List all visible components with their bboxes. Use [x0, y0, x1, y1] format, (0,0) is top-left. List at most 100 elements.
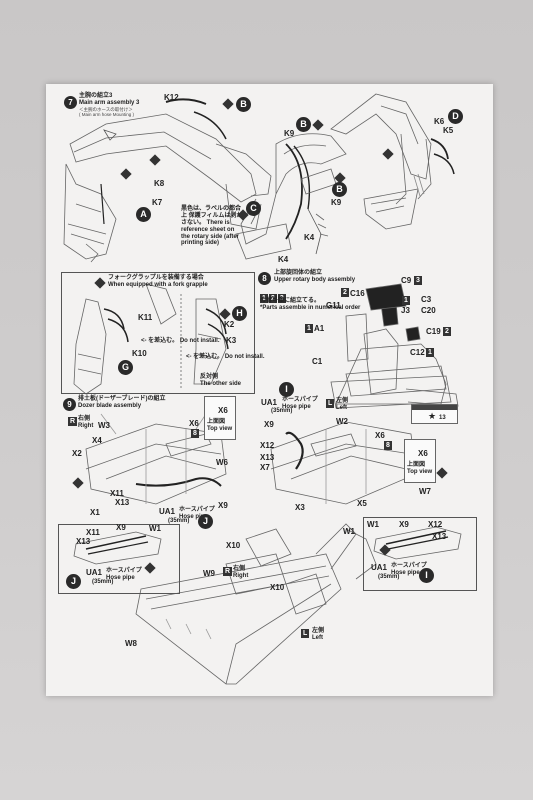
part-c1: C1 — [312, 357, 323, 366]
left-label-jp-2: 左側 — [312, 628, 325, 634]
part-x9-detail-right: X9 — [399, 520, 409, 529]
part-w9: W9 — [203, 569, 215, 578]
part-x6-right-qty: 8 — [384, 441, 392, 450]
left-badge-2: L — [301, 629, 310, 638]
part-c19-order: 2 — [443, 327, 451, 336]
part-c12-order: 1 — [426, 348, 434, 357]
callout-a: A — [136, 207, 151, 222]
part-x6-right: X6 — [375, 431, 385, 440]
part-x10-b: X10 — [270, 583, 285, 592]
part-k3: K3 — [226, 336, 237, 345]
part-k10: K10 — [132, 349, 147, 358]
right-badge-1: R — [68, 417, 78, 426]
right-label-1: 右側 Right — [78, 416, 93, 430]
part-x3: X3 — [295, 503, 305, 512]
step7-note: 黒色は、ラベルの都合上 保護フィルムは剥がさない。 There is refer… — [181, 206, 243, 247]
part-x13: X13 — [115, 498, 130, 507]
line-art — [63, 93, 462, 685]
hose-left-length: (35mm) — [168, 518, 190, 524]
step8-order-note: の番号順に組立てる。 *Parts assemble in numerical … — [260, 298, 360, 312]
part-c19: C19 — [426, 327, 441, 336]
step8-number: 8 — [258, 272, 271, 285]
hose-label-left: ホースパイプ Hose pipe — [179, 507, 215, 521]
order-num-1: 1 — [260, 294, 268, 303]
part-w1-blade: W1 — [343, 527, 355, 536]
part-w1-detail-right: W1 — [367, 520, 379, 529]
part-a1-order: 1 — [305, 324, 313, 333]
fork-note-left: <- を差込む。 Do not install. — [141, 338, 220, 344]
fork-other-side: 反対側 The other side — [200, 374, 241, 388]
callout-i-2: I — [419, 568, 434, 583]
callout-b-1: B — [236, 97, 251, 112]
top-view-box-left: X6 上面図 Top view — [204, 396, 236, 440]
hose-detail-left-jp: ホースパイプ — [106, 568, 142, 574]
step9-title-jp: 排土板(ドーザーブレード)の組立 — [78, 396, 166, 402]
left-label-1: 左側 Left — [336, 398, 348, 412]
step7-sub-jp: ＜主腕のホースの取付け＞ — [79, 106, 133, 112]
callout-b-2: B — [296, 117, 311, 132]
part-x13-right: X13 — [260, 453, 275, 462]
part-ua1-left: UA1 — [159, 507, 176, 516]
part-k6: K6 — [434, 117, 445, 126]
part-ua1-detail-right: UA1 — [371, 563, 388, 572]
step8-title-jp: 上部旋回体の組立 — [274, 270, 323, 276]
part-k2: K2 — [224, 320, 235, 329]
hose-label-right: ホースパイプ Hose pipe — [282, 397, 318, 411]
part-k8: K8 — [154, 179, 165, 188]
part-c20: C20 — [421, 306, 436, 315]
part-ua1-right: UA1 — [261, 398, 278, 407]
part-w2: W2 — [336, 417, 348, 426]
callout-h: H — [232, 306, 247, 321]
part-x9-detail: X9 — [116, 523, 126, 532]
top-view-right-en: Top view — [407, 468, 433, 475]
order-num-3: 3 — [277, 294, 286, 303]
callout-g: G — [118, 360, 133, 375]
step8-title-en: Upper rotary body assembly — [274, 276, 356, 283]
part-x11-detail: X11 — [86, 528, 100, 537]
fork-other-side-en: The other side — [200, 380, 242, 387]
hose-left-en: Hose pipe — [179, 513, 208, 520]
right-label-jp-1: 右側 — [78, 416, 91, 422]
hose-left-jp: ホースパイプ — [179, 507, 215, 513]
part-k4: K4 — [304, 233, 315, 242]
order-num-2: 2 — [268, 294, 277, 303]
part-ua1-detail-left: UA1 — [86, 568, 103, 577]
part-x4: X4 — [92, 436, 102, 445]
hose-detail-right-en: Hose pipe — [391, 569, 420, 576]
part-k5: K5 — [443, 126, 454, 135]
paint-swatch — [412, 405, 457, 410]
paint-ref-number: 13 — [439, 415, 446, 421]
hose-detail-left-en: Hose pipe — [106, 574, 135, 581]
part-x7: X7 — [260, 463, 270, 472]
hose-detail-left-length: (35mm) — [92, 579, 114, 585]
hose-right-en: Hose pipe — [282, 403, 311, 410]
hose-detail-right-label: ホースパイプ Hose pipe — [391, 563, 427, 577]
part-x11: X11 — [110, 489, 124, 498]
part-w7: W7 — [419, 487, 431, 496]
fork-title-en: When equipped with a fork grapple — [108, 281, 208, 288]
part-c9-order: 3 — [414, 276, 422, 285]
part-k4-b: K4 — [278, 255, 289, 264]
part-x9: X9 — [218, 501, 228, 510]
fork-other-side-jp: 反対側 — [200, 374, 219, 380]
part-x2: X2 — [72, 449, 82, 458]
part-x5: X5 — [357, 499, 367, 508]
hose-detail-panel-left — [58, 524, 180, 594]
part-k9-b: K9 — [331, 198, 342, 207]
part-c9: C9 — [401, 276, 412, 285]
callout-c: C — [246, 201, 261, 216]
part-a1: A1 — [314, 324, 325, 333]
right-label-jp-2: 右側 — [233, 566, 246, 572]
part-k11: K11 — [138, 313, 153, 322]
callout-i-1: I — [279, 382, 294, 397]
part-c16: C16 — [350, 289, 365, 298]
step8-order-en: *Parts assemble in numerical order — [260, 304, 361, 311]
hose-detail-left-label: ホースパイプ Hose pipe — [106, 568, 142, 582]
part-x1: X1 — [90, 508, 100, 517]
hose-detail-panel-right — [363, 517, 477, 591]
part-w6: W6 — [216, 458, 228, 467]
top-view-right-jp: 上面図 — [407, 462, 426, 468]
right-label-en-2: Right — [233, 572, 249, 579]
paint-reference-box: ★ 13 — [411, 404, 458, 424]
